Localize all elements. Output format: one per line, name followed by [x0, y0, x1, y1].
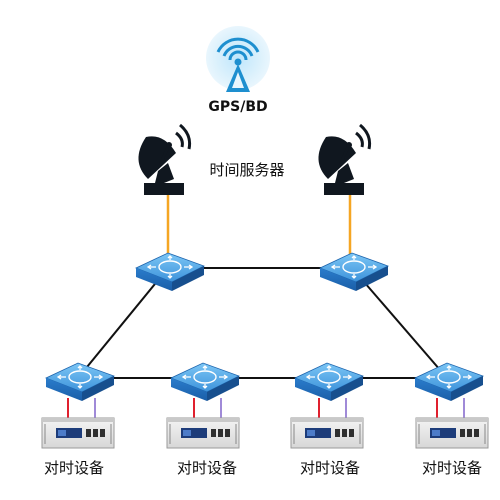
timing-device-3-icon [290, 417, 364, 449]
device-label-4: 对时设备 [422, 459, 482, 477]
timing-device-2-icon [166, 417, 240, 449]
link-top-right-to-bottom-right [351, 267, 448, 379]
time-server-label: 时间服务器 [209, 161, 284, 179]
network-links [77, 195, 448, 379]
switch-top-right-icon [319, 252, 389, 292]
device-cables [67, 398, 465, 418]
time-server-right-dish-icon [316, 123, 372, 197]
timing-device-4-icon [415, 417, 489, 449]
device-label-2: 对时设备 [177, 459, 237, 477]
device-label-1: 对时设备 [44, 459, 104, 477]
timing-device-1-icon [41, 417, 115, 449]
switch-top-left-icon [135, 252, 205, 292]
switch-bottom-2-icon [170, 362, 240, 402]
switch-bottom-4-icon [414, 362, 484, 402]
time-server-left-dish-icon [136, 123, 192, 197]
device-label-3: 对时设备 [300, 459, 360, 477]
switch-bottom-3-icon [294, 362, 364, 402]
gps-label: GPS/BD [208, 99, 267, 115]
link-top-left-to-bottom-left [77, 267, 169, 379]
gps-tower-icon [206, 26, 270, 92]
switch-bottom-1-icon [45, 362, 115, 402]
